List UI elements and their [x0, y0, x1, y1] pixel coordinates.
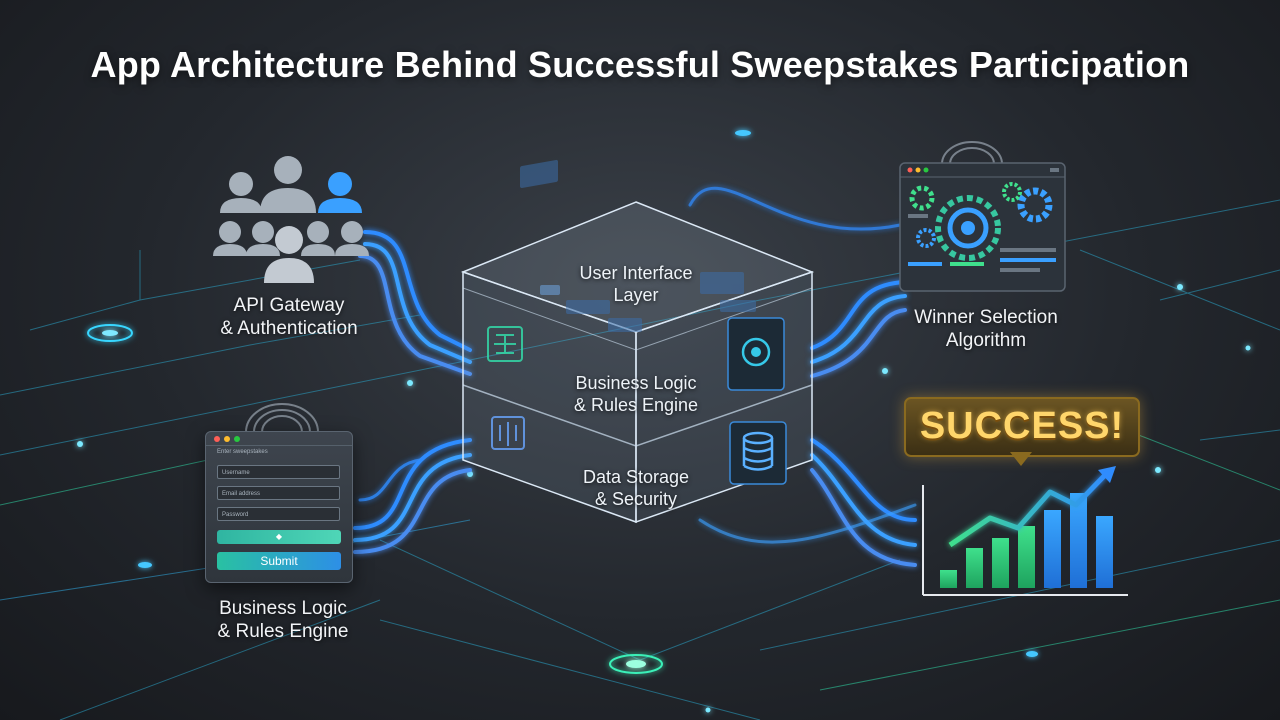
form-heading: Enter sweepstakes [217, 449, 268, 455]
password-field[interactable]: Password [217, 507, 340, 521]
chip-icon [491, 416, 525, 450]
maximize-dot-icon [234, 436, 240, 442]
chart-icon-bar [966, 548, 983, 588]
page-title: App Architecture Behind Successful Sweep… [90, 44, 1190, 85]
chart-icon-bar [992, 538, 1009, 588]
form-node-label: Business Logic& Rules Engine [217, 598, 349, 642]
close-dot-icon [214, 436, 220, 442]
chart-icon-bar [1044, 510, 1061, 588]
connector-bundles [353, 186, 917, 567]
window-titlebar [206, 432, 352, 446]
success-badge-tail [1010, 452, 1032, 466]
architecture-cube [460, 159, 815, 524]
minimize-dot-icon [224, 436, 230, 442]
chart-icon-bar [940, 570, 957, 588]
email-field[interactable]: Email address [217, 486, 340, 500]
glow-rings [77, 130, 1251, 713]
growth-chart-icon [922, 466, 1128, 596]
chart-icon-bar [1070, 493, 1087, 588]
submit-button[interactable]: Submit [217, 552, 341, 570]
users-node-label: API Gateway& Authentication [220, 295, 358, 339]
chart-icon-bar [1096, 516, 1113, 588]
users-group-icon [213, 156, 369, 283]
circuit-icon [487, 326, 523, 362]
settings-icon [727, 317, 785, 391]
chart-icon-bar [1018, 526, 1035, 588]
logic-layer-label: Business Logic& Rules Engine [573, 373, 699, 415]
toggle-button[interactable]: ◆ [217, 530, 341, 544]
gears-dashboard-icon [899, 141, 1066, 292]
success-badge: SUCCESS! [904, 397, 1140, 457]
login-form-window: Enter sweepstakes Username Email address… [205, 431, 353, 583]
storage-layer-label: Data Storage& Security [582, 467, 690, 509]
username-field[interactable]: Username [217, 465, 340, 479]
database-icon [729, 421, 787, 485]
signal-icon [245, 403, 319, 433]
